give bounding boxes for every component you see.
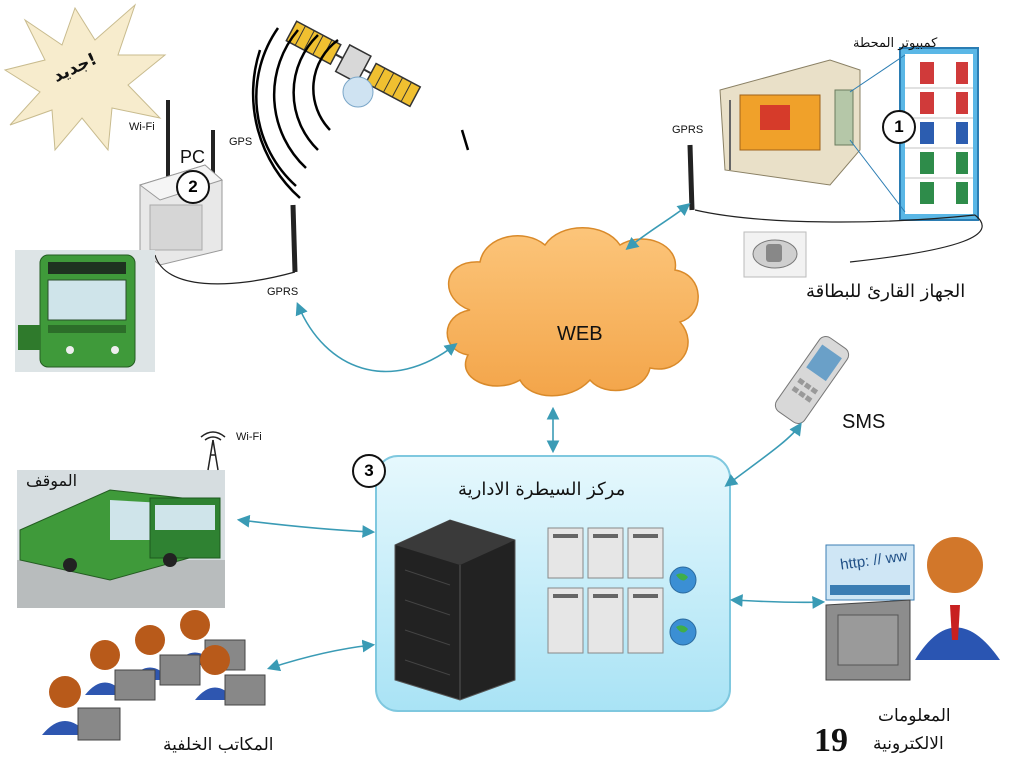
arrow-sms-center — [724, 422, 802, 487]
number-marker-3: 3 — [352, 454, 386, 488]
gps-label: GPS — [229, 136, 253, 148]
arrow-station-web — [625, 202, 691, 251]
e-info-label-line1: المعلومات — [878, 706, 951, 726]
connection-arrows — [236, 202, 826, 672]
bus-station-shelter — [719, 59, 861, 186]
arrow-bus-web — [295, 302, 458, 373]
web-cloud — [446, 227, 699, 397]
station-computer-label: كمبيوتر المحطة — [853, 36, 938, 51]
pc-label: PC — [180, 147, 206, 167]
page-number: 19 — [814, 722, 848, 759]
bus-gprs-label: GPRS — [267, 286, 299, 298]
server-rack-icon — [394, 519, 516, 701]
screen-callout-lines — [849, 54, 906, 213]
card-reader-device — [743, 231, 807, 278]
station-cable — [694, 209, 976, 223]
number-marker-2: 2 — [176, 170, 210, 204]
wifi-label: Wi-Fi — [129, 121, 155, 133]
server-towers-icon — [547, 527, 697, 654]
web-label: WEB — [557, 323, 603, 345]
station-gprs-label: GPRS — [672, 124, 704, 136]
satellite-icon — [285, 20, 422, 108]
depot-photo — [17, 470, 225, 608]
wifi-tower-icon — [200, 431, 226, 471]
back-office-workers-icon — [42, 610, 266, 741]
pc-cable — [154, 254, 296, 285]
depot-wifi-label: Wi-Fi — [236, 431, 262, 443]
pc-router-device — [138, 100, 223, 266]
station-gprs-antenna — [687, 144, 695, 211]
e-info-label-line2: الالكترونية — [873, 734, 944, 754]
arrow-offices-center — [266, 639, 376, 672]
sms-label: SMS — [842, 411, 886, 433]
bus-gprs-antenna — [290, 204, 298, 273]
mobile-phone-icon — [774, 336, 850, 424]
arrow-depot-center — [236, 514, 376, 538]
control-center-title: مركز السيطرة الادارية — [458, 479, 626, 500]
reader-cable — [849, 214, 983, 263]
card-reader-label: الجهاز القارئ للبطاقة — [806, 281, 966, 302]
arrow-center-user — [729, 594, 826, 609]
online-user-icon — [825, 537, 1000, 681]
number-marker-1: 1 — [882, 110, 916, 144]
back-offices-label: المكاتب الخلفية — [163, 735, 274, 755]
signal-waves — [251, 27, 470, 199]
bus-photo — [15, 250, 155, 372]
new-badge-starburst — [3, 3, 167, 152]
depot-label: الموقف — [26, 471, 78, 490]
